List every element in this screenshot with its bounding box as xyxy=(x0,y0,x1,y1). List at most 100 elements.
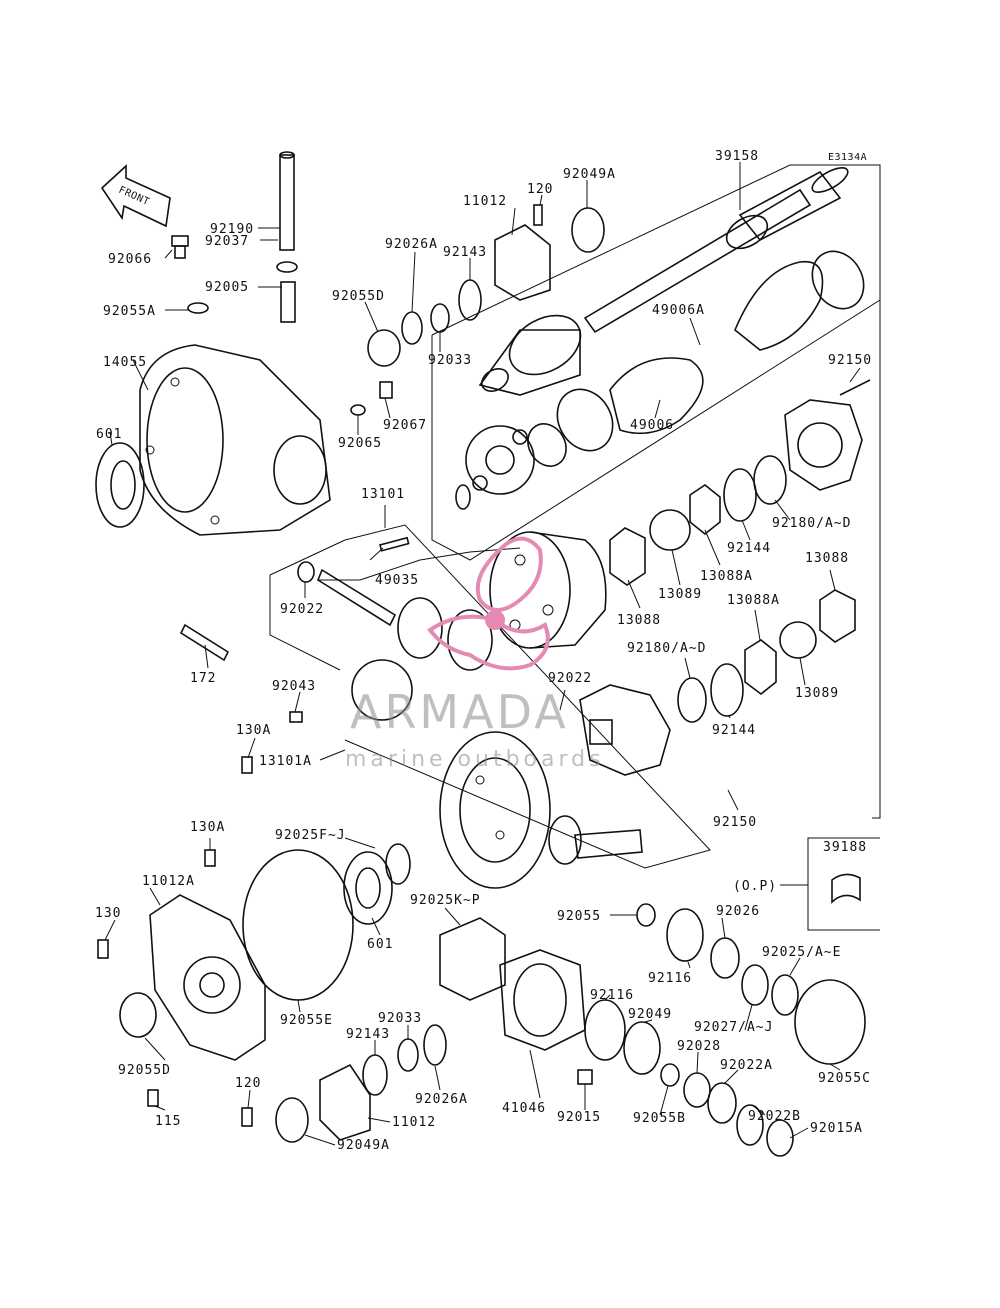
label-92022-right: 92022 xyxy=(548,671,592,686)
label-op: (O.P) xyxy=(733,879,777,894)
holder-11012-upper xyxy=(494,224,551,301)
collar-92028 xyxy=(683,1072,711,1108)
armada-logo-icon xyxy=(427,536,550,671)
watermark-tagline: marine outboards xyxy=(345,747,605,772)
bearing-92116-lower xyxy=(584,999,626,1061)
label-130: 130 xyxy=(95,906,121,921)
label-92055D-lower: 92055D xyxy=(118,1063,171,1078)
boot-49006 xyxy=(527,357,704,467)
spacer-13088A-mid xyxy=(744,639,777,696)
oring-92055E xyxy=(242,849,354,1001)
label-130A-low: 130A xyxy=(190,820,225,835)
label-92025AE: 92025/A~E xyxy=(762,945,841,960)
bearing-92116-upper xyxy=(666,908,704,962)
label-601-upper: 601 xyxy=(96,427,122,442)
label-601-lower: 601 xyxy=(367,937,393,952)
label-39158: 39158 xyxy=(715,149,759,164)
clip-92037 xyxy=(276,261,298,273)
bearing-housing-41046 xyxy=(499,949,586,1051)
label-92150-mid: 92150 xyxy=(713,815,757,830)
label-11012A: 11012A xyxy=(142,874,195,889)
nut-92015 xyxy=(577,1069,593,1085)
label-92065: 92065 xyxy=(338,436,382,451)
label-130A-mid: 130A xyxy=(236,723,271,738)
bushing-39188 xyxy=(831,873,861,904)
oring-92055C xyxy=(794,979,866,1065)
label-92143-upper: 92143 xyxy=(443,245,487,260)
label-92066: 92066 xyxy=(108,252,152,267)
pinion-gears xyxy=(351,597,493,721)
label-92055: 92055 xyxy=(557,909,601,924)
differential-case xyxy=(489,531,607,649)
label-92180-mid: 92180/A~D xyxy=(627,641,706,656)
label-92144-mid: 92144 xyxy=(712,723,756,738)
label-13088A-upper: 13088A xyxy=(700,569,753,584)
label-92150-upper: 92150 xyxy=(828,353,872,368)
oring-92055D-lower xyxy=(119,992,157,1038)
label-92022-left: 92022 xyxy=(280,602,324,617)
label-120-upper: 120 xyxy=(527,182,553,197)
pinion-shaft xyxy=(548,815,643,865)
label-92026A-upper: 92026A xyxy=(385,237,438,252)
shim-92027 xyxy=(741,964,769,1006)
cv-joint-housing xyxy=(478,314,582,396)
bolt-120-lower xyxy=(241,1107,253,1127)
washer-13089 xyxy=(649,509,691,551)
label-49035: 49035 xyxy=(375,573,419,588)
seal-92026A-upper xyxy=(401,311,423,345)
label-92055D-upper: 92055D xyxy=(332,289,385,304)
bearing-601-upper xyxy=(95,442,145,528)
washer-92022B xyxy=(736,1104,764,1146)
washer-92033-upper xyxy=(430,303,450,333)
label-120-lower: 120 xyxy=(235,1076,261,1091)
part-labels: 92190 92037 92005 92066 92055A 14055 601… xyxy=(95,149,872,1153)
fitting-92005 xyxy=(280,281,296,323)
shaft-assembly-frame xyxy=(431,164,881,819)
oring-92055A xyxy=(187,302,209,314)
label-115: 115 xyxy=(155,1114,181,1129)
label-92055C: 92055C xyxy=(818,1071,871,1086)
boot-49006A xyxy=(734,250,865,351)
stud-172 xyxy=(179,623,230,662)
label-92055B: 92055B xyxy=(633,1111,686,1126)
label-92067: 92067 xyxy=(383,418,427,433)
label-92037: 92037 xyxy=(205,234,249,249)
label-92033-lower: 92033 xyxy=(378,1011,422,1026)
oring-92055 xyxy=(636,903,656,927)
cover-11012A xyxy=(149,894,266,1061)
pipe-92190 xyxy=(279,151,295,251)
drive-shaft xyxy=(583,167,849,334)
spacer-92026 xyxy=(710,937,740,979)
label-92028: 92028 xyxy=(677,1039,721,1054)
bearing-92049A-upper xyxy=(571,207,605,253)
label-92043: 92043 xyxy=(272,679,316,694)
spacer-13088A xyxy=(689,484,721,536)
label-92055A: 92055A xyxy=(103,304,156,319)
bolt-92067 xyxy=(379,381,393,399)
label-11012-upper: 11012 xyxy=(463,194,507,209)
bearing-601-lower xyxy=(343,851,393,925)
label-92143-lower: 92143 xyxy=(346,1027,390,1042)
label-92190: 92190 xyxy=(210,222,254,237)
oring-92055B xyxy=(660,1063,680,1087)
label-92025FJ: 92025F~J xyxy=(275,828,346,843)
seal-92026A-lower xyxy=(423,1024,447,1066)
label-92026A-lower: 92026A xyxy=(415,1092,468,1107)
bolt-120-upper xyxy=(533,204,543,226)
pin-92043 xyxy=(289,711,303,723)
spacer-13088-right xyxy=(819,589,856,643)
label-92025KP: 92025K~P xyxy=(410,893,481,908)
label-13089-upper: 13089 xyxy=(658,587,702,602)
label-172: 172 xyxy=(190,671,216,686)
front-label: FRONT xyxy=(117,185,151,208)
watermark-brand: ARMADA xyxy=(350,685,569,739)
flange-92150-lower xyxy=(579,684,671,776)
leader-lines xyxy=(104,162,861,1146)
label-13101: 13101 xyxy=(361,487,405,502)
ring-gear xyxy=(439,731,551,889)
washer-92022A xyxy=(707,1082,737,1124)
washer-92180-mid xyxy=(677,677,707,723)
label-92026: 92026 xyxy=(716,904,760,919)
label-14055: 14055 xyxy=(103,355,147,370)
label-92033-upper: 92033 xyxy=(428,353,472,368)
